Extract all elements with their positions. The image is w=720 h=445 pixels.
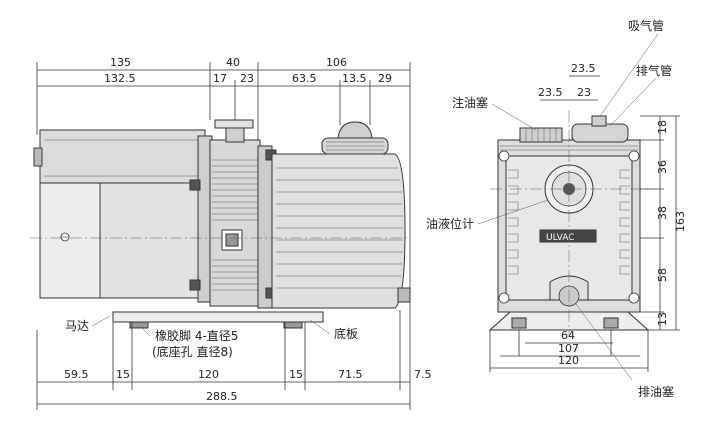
dim-29: 29 (378, 72, 392, 85)
label-oil-fill-plug: 注油塞 (452, 95, 488, 110)
dim-15-left: 15 (116, 368, 130, 381)
dim-132-5: 132.5 (104, 72, 136, 85)
dim-13: 13 (656, 312, 669, 326)
dim-135: 135 (110, 56, 131, 69)
label-oil-drain-plug: 排油塞 (638, 384, 674, 399)
label-rubber-feet: 橡胶脚 4-直径5 (155, 328, 238, 343)
front-view: ULVAC (488, 110, 650, 335)
dim-40: 40 (226, 56, 240, 69)
dim-58: 58 (656, 268, 669, 282)
front-dimension-lines (489, 75, 680, 372)
dim-15-right: 15 (289, 368, 303, 381)
dim-38: 38 (656, 206, 669, 220)
label-oil-level-gauge: 油液位计 (426, 216, 474, 231)
label-suction-pipe: 吸气管 (628, 18, 664, 33)
dim-163: 163 (674, 211, 687, 232)
brand-plate: ULVAC (546, 233, 574, 243)
label-base-hole: (底座孔 直径8) (152, 344, 233, 359)
dim-106: 106 (326, 56, 347, 69)
side-view (30, 119, 411, 329)
dim-23-5-top: 23.5 (571, 62, 596, 75)
dim-36: 36 (656, 160, 669, 174)
dim-63-5: 63.5 (292, 72, 317, 85)
dim-120-front: 120 (558, 354, 579, 367)
dim-23-right: 23 (577, 86, 591, 99)
dim-17: 17 (213, 72, 227, 85)
side-dimension-lines (36, 62, 411, 410)
dim-288-5: 288.5 (206, 390, 238, 403)
label-base-plate: 底板 (334, 326, 358, 341)
label-exhaust-pipe: 排气管 (636, 63, 672, 78)
dim-13-5: 13.5 (342, 72, 367, 85)
dim-120-side: 120 (198, 368, 219, 381)
dim-107: 107 (558, 342, 579, 355)
dim-71-5: 71.5 (338, 368, 363, 381)
dim-23-5-left: 23.5 (538, 86, 563, 99)
dim-64: 64 (561, 329, 575, 342)
label-motor: 马达 (65, 319, 89, 333)
dim-59-5: 59.5 (64, 368, 89, 381)
dim-7-5: 7.5 (414, 368, 432, 381)
dim-23: 23 (240, 72, 254, 85)
dim-18: 18 (656, 120, 669, 134)
